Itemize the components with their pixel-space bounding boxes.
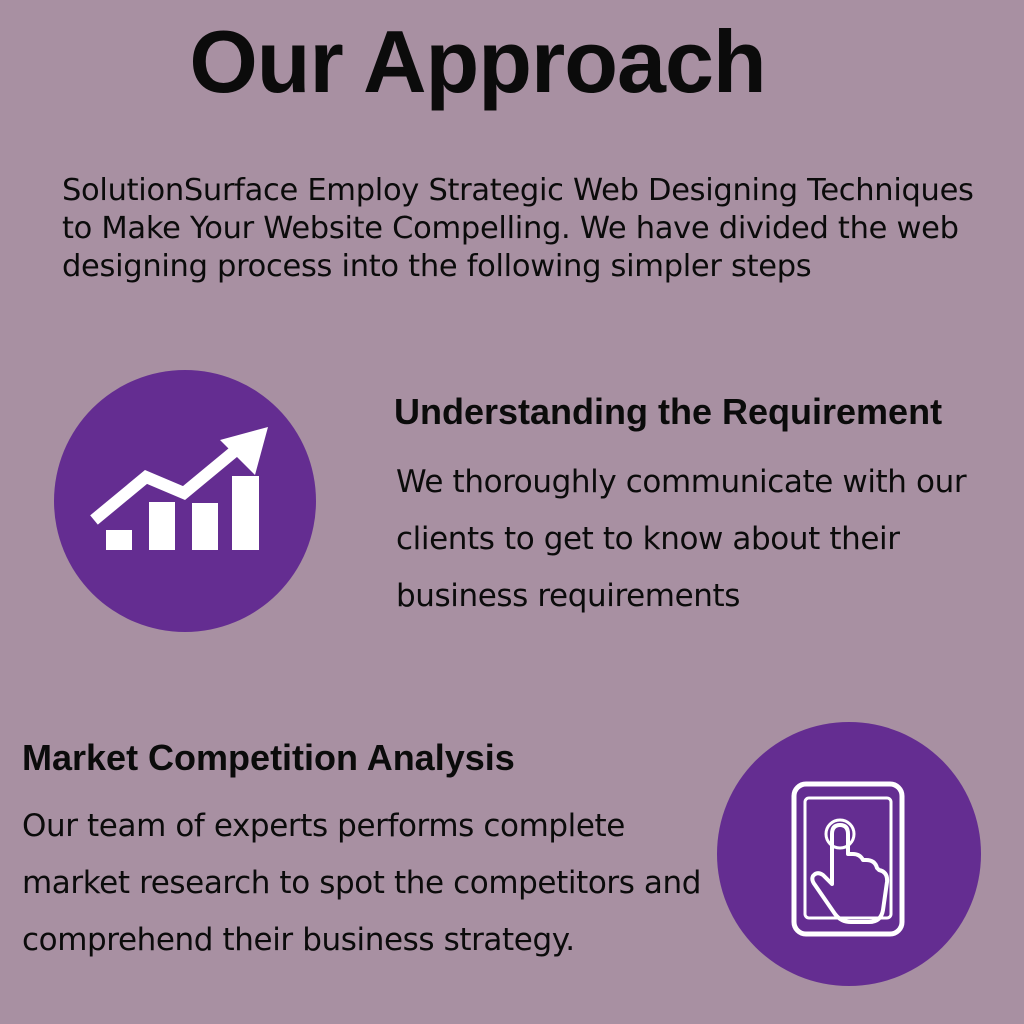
step-2-icon-circle [717,722,981,986]
step-2-heading: Market Competition Analysis [22,737,515,778]
step-1-heading: Understanding the Requirement [394,391,943,432]
tablet-touch-icon [791,781,905,937]
growth-chart-icon [90,427,268,550]
step-1-icon-circle [54,370,316,632]
page-title: Our Approach [189,12,766,111]
step-2-body: Our team of experts performs complete ma… [22,808,702,958]
intro-text: SolutionSurface Employ Strategic Web Des… [62,173,974,284]
step-1-body: We thoroughly communicate with our clien… [396,464,967,614]
